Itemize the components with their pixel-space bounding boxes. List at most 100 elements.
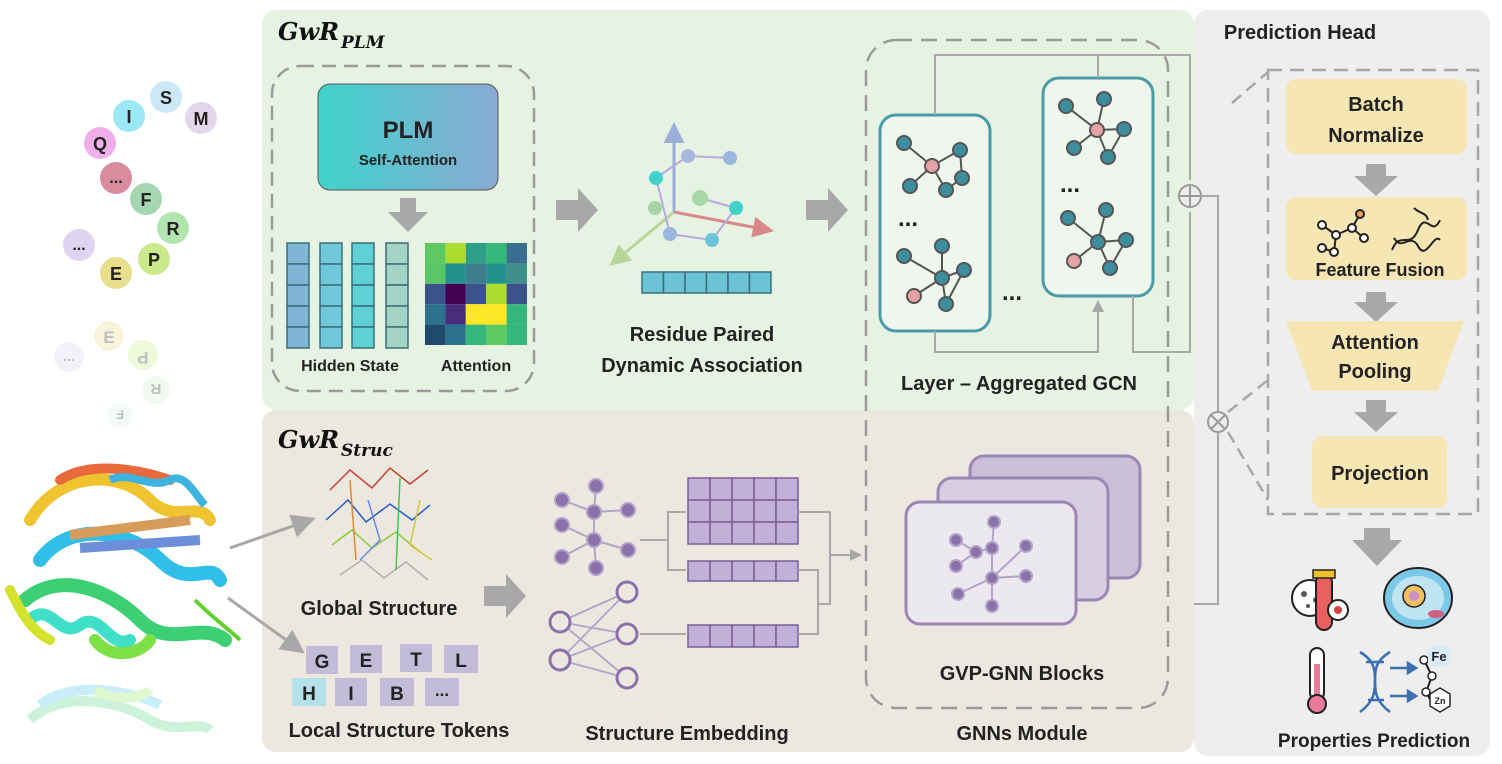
test-tube-icon <box>1291 569 1349 631</box>
embedding-matrix-cell <box>687 477 711 501</box>
thermometer-icon <box>1307 647 1327 714</box>
hidden-state-cell <box>351 326 375 349</box>
hidden-state-cell <box>385 242 409 265</box>
heatmap-cell <box>486 304 507 325</box>
hidden-state-cell <box>286 326 310 349</box>
feature-fusion-label: Feature Fusion <box>1315 260 1444 280</box>
hidden-state-cell <box>351 284 375 307</box>
heatmap-cell <box>445 283 466 305</box>
flow-arrow-3 <box>484 574 526 618</box>
to-global-arrow <box>229 514 316 550</box>
head-dash-lower <box>1226 431 1270 501</box>
heatmap-cell <box>506 283 527 305</box>
attention-heatmap <box>425 243 527 345</box>
plus-to-head-line <box>1194 195 1219 605</box>
hidden-state-cell <box>286 263 310 286</box>
heatmap-cell <box>465 304 487 325</box>
head-dashed-frame <box>1266 68 1480 516</box>
embedding-matrix-cell <box>731 560 755 582</box>
gcn-dots-1: ... <box>898 205 918 232</box>
hidden-state-cell <box>351 263 375 286</box>
hidden-state-cell <box>351 242 375 265</box>
gcn-graph-2b <box>1060 202 1134 276</box>
gvp-blocks-label: GVP-GNN Blocks <box>940 663 1104 685</box>
plm-down-arrow <box>388 198 428 232</box>
hidden-state-cell <box>319 326 343 349</box>
embedding-matrix-cell <box>709 521 733 545</box>
global-structure-label: Global Structure <box>301 598 458 620</box>
residue-q: Q <box>93 134 107 154</box>
gvp-graph <box>949 515 1033 613</box>
global-structure-image <box>325 466 433 581</box>
embedding-matrix-cell <box>775 477 799 501</box>
token-b: B <box>390 684 404 705</box>
hidden-state-cell <box>319 263 343 286</box>
plm-box <box>317 83 499 191</box>
pair-vector-cell <box>748 271 772 294</box>
residue-f: F <box>141 190 152 210</box>
embedding-matrices <box>687 477 799 648</box>
to-local-arrow <box>227 596 305 654</box>
heatmap-cell <box>445 324 466 345</box>
attention-pooling-box <box>1286 321 1464 391</box>
plm-box-title: PLM <box>383 117 434 144</box>
hidden-state-cell <box>385 263 409 286</box>
flow-arrow-2 <box>806 188 848 232</box>
embedding-matrix-cell <box>775 521 799 545</box>
structure-embedding-label: Structure Embedding <box>585 723 788 745</box>
batch-line1: Batch <box>1348 94 1404 116</box>
heatmap-cell <box>506 324 527 345</box>
reflect-dots: ... <box>63 348 75 364</box>
residue-i: I <box>126 107 131 127</box>
embedding-matrix-cell <box>775 499 799 523</box>
layer-gcn-label: Layer – Aggregated GCN <box>901 373 1137 395</box>
pooling-line2: Pooling <box>1338 361 1411 383</box>
heatmap-cell <box>465 283 487 305</box>
plm-panel-title: GwR <box>278 17 339 46</box>
heatmap-cell <box>486 263 507 284</box>
embedding-graph <box>554 478 636 576</box>
head-arrow-1 <box>1354 164 1398 196</box>
heatmap-cell <box>425 324 446 345</box>
hidden-state-columns <box>286 242 409 349</box>
heatmap-cell <box>425 243 446 264</box>
embedding-matrix-cell <box>753 521 777 545</box>
embedding-matrix-cell <box>687 560 711 582</box>
fe-badge <box>1428 646 1450 666</box>
pair-vector-cell <box>662 271 686 294</box>
projection-box <box>1312 436 1447 508</box>
pooling-line1: Attention <box>1331 332 1419 354</box>
head-arrow-4 <box>1352 528 1402 566</box>
embedding-matrix-cell <box>775 624 799 648</box>
heatmap-cell <box>445 263 466 284</box>
struc-panel-title: GwR <box>278 425 339 454</box>
embedding-matrix-cell <box>775 560 799 582</box>
pair-vector-cell <box>727 271 751 294</box>
dna-icon <box>1359 650 1391 714</box>
residue-dots-1: ... <box>109 170 122 187</box>
heatmap-cell <box>506 243 527 264</box>
gnn-module-frame <box>864 38 1170 710</box>
hidden-state-cell <box>286 242 310 265</box>
heatmap-cell <box>486 243 507 264</box>
struc-panel-subtitle: Struc <box>341 441 393 461</box>
gcn-graph-2a <box>1058 91 1132 165</box>
sequence-reflection: E ... P R F <box>54 321 170 428</box>
gnn-module-label: GNNs Module <box>956 723 1087 745</box>
embedding-network <box>548 580 639 690</box>
gcn-graph-1b <box>896 238 972 312</box>
residue-s: S <box>160 88 172 108</box>
heatmap-cell <box>465 324 487 345</box>
heatmap-cell <box>425 283 446 305</box>
head-arrow-2 <box>1354 292 1398 322</box>
plm-panel-subtitle: PLM <box>340 33 386 53</box>
plm-encoder-frame <box>270 64 536 393</box>
attention-label: Attention <box>441 358 511 375</box>
hidden-state-cell <box>319 284 343 307</box>
heatmap-cell <box>425 304 446 325</box>
embedding-matrix-cell <box>709 624 733 648</box>
properties-label: Properties Prediction <box>1278 731 1470 752</box>
projection-label: Projection <box>1331 463 1429 485</box>
residue-dots-2: ... <box>72 237 85 254</box>
gcn-dots-2: ... <box>1060 171 1080 198</box>
